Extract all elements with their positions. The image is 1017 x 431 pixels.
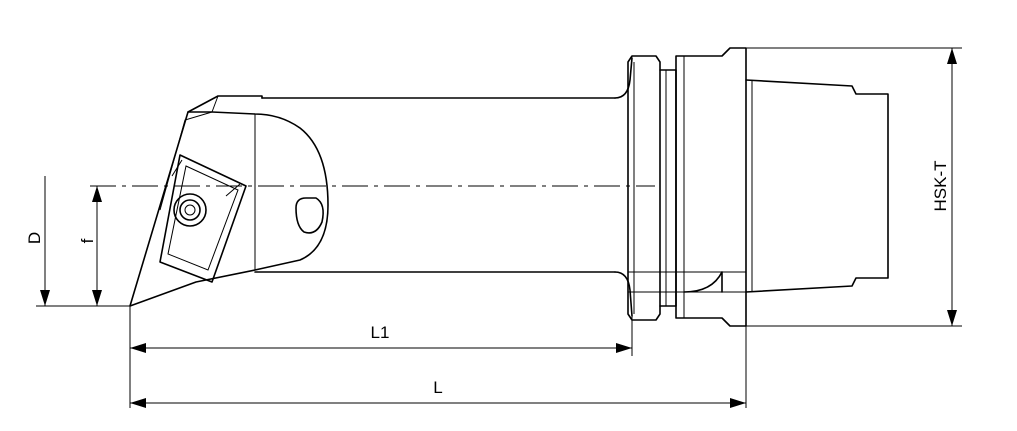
label-hsk: HSK-T [931, 161, 950, 212]
dimension-l [130, 326, 747, 408]
insert-screw [173, 193, 207, 227]
tool-shank [254, 57, 633, 317]
label-l: L [433, 378, 442, 397]
cutting-insert [159, 154, 247, 283]
dimension-d [36, 176, 130, 307]
label-f: f [78, 238, 97, 243]
dimension-l1 [129, 306, 633, 408]
coolant-slot [295, 197, 324, 234]
tool-head [129, 95, 329, 307]
label-d: D [25, 232, 44, 244]
flange [627, 55, 677, 321]
dimension-hsk [746, 47, 962, 327]
label-l1: L1 [371, 323, 390, 342]
hsk-shank [675, 47, 889, 327]
dimension-f [92, 186, 102, 306]
